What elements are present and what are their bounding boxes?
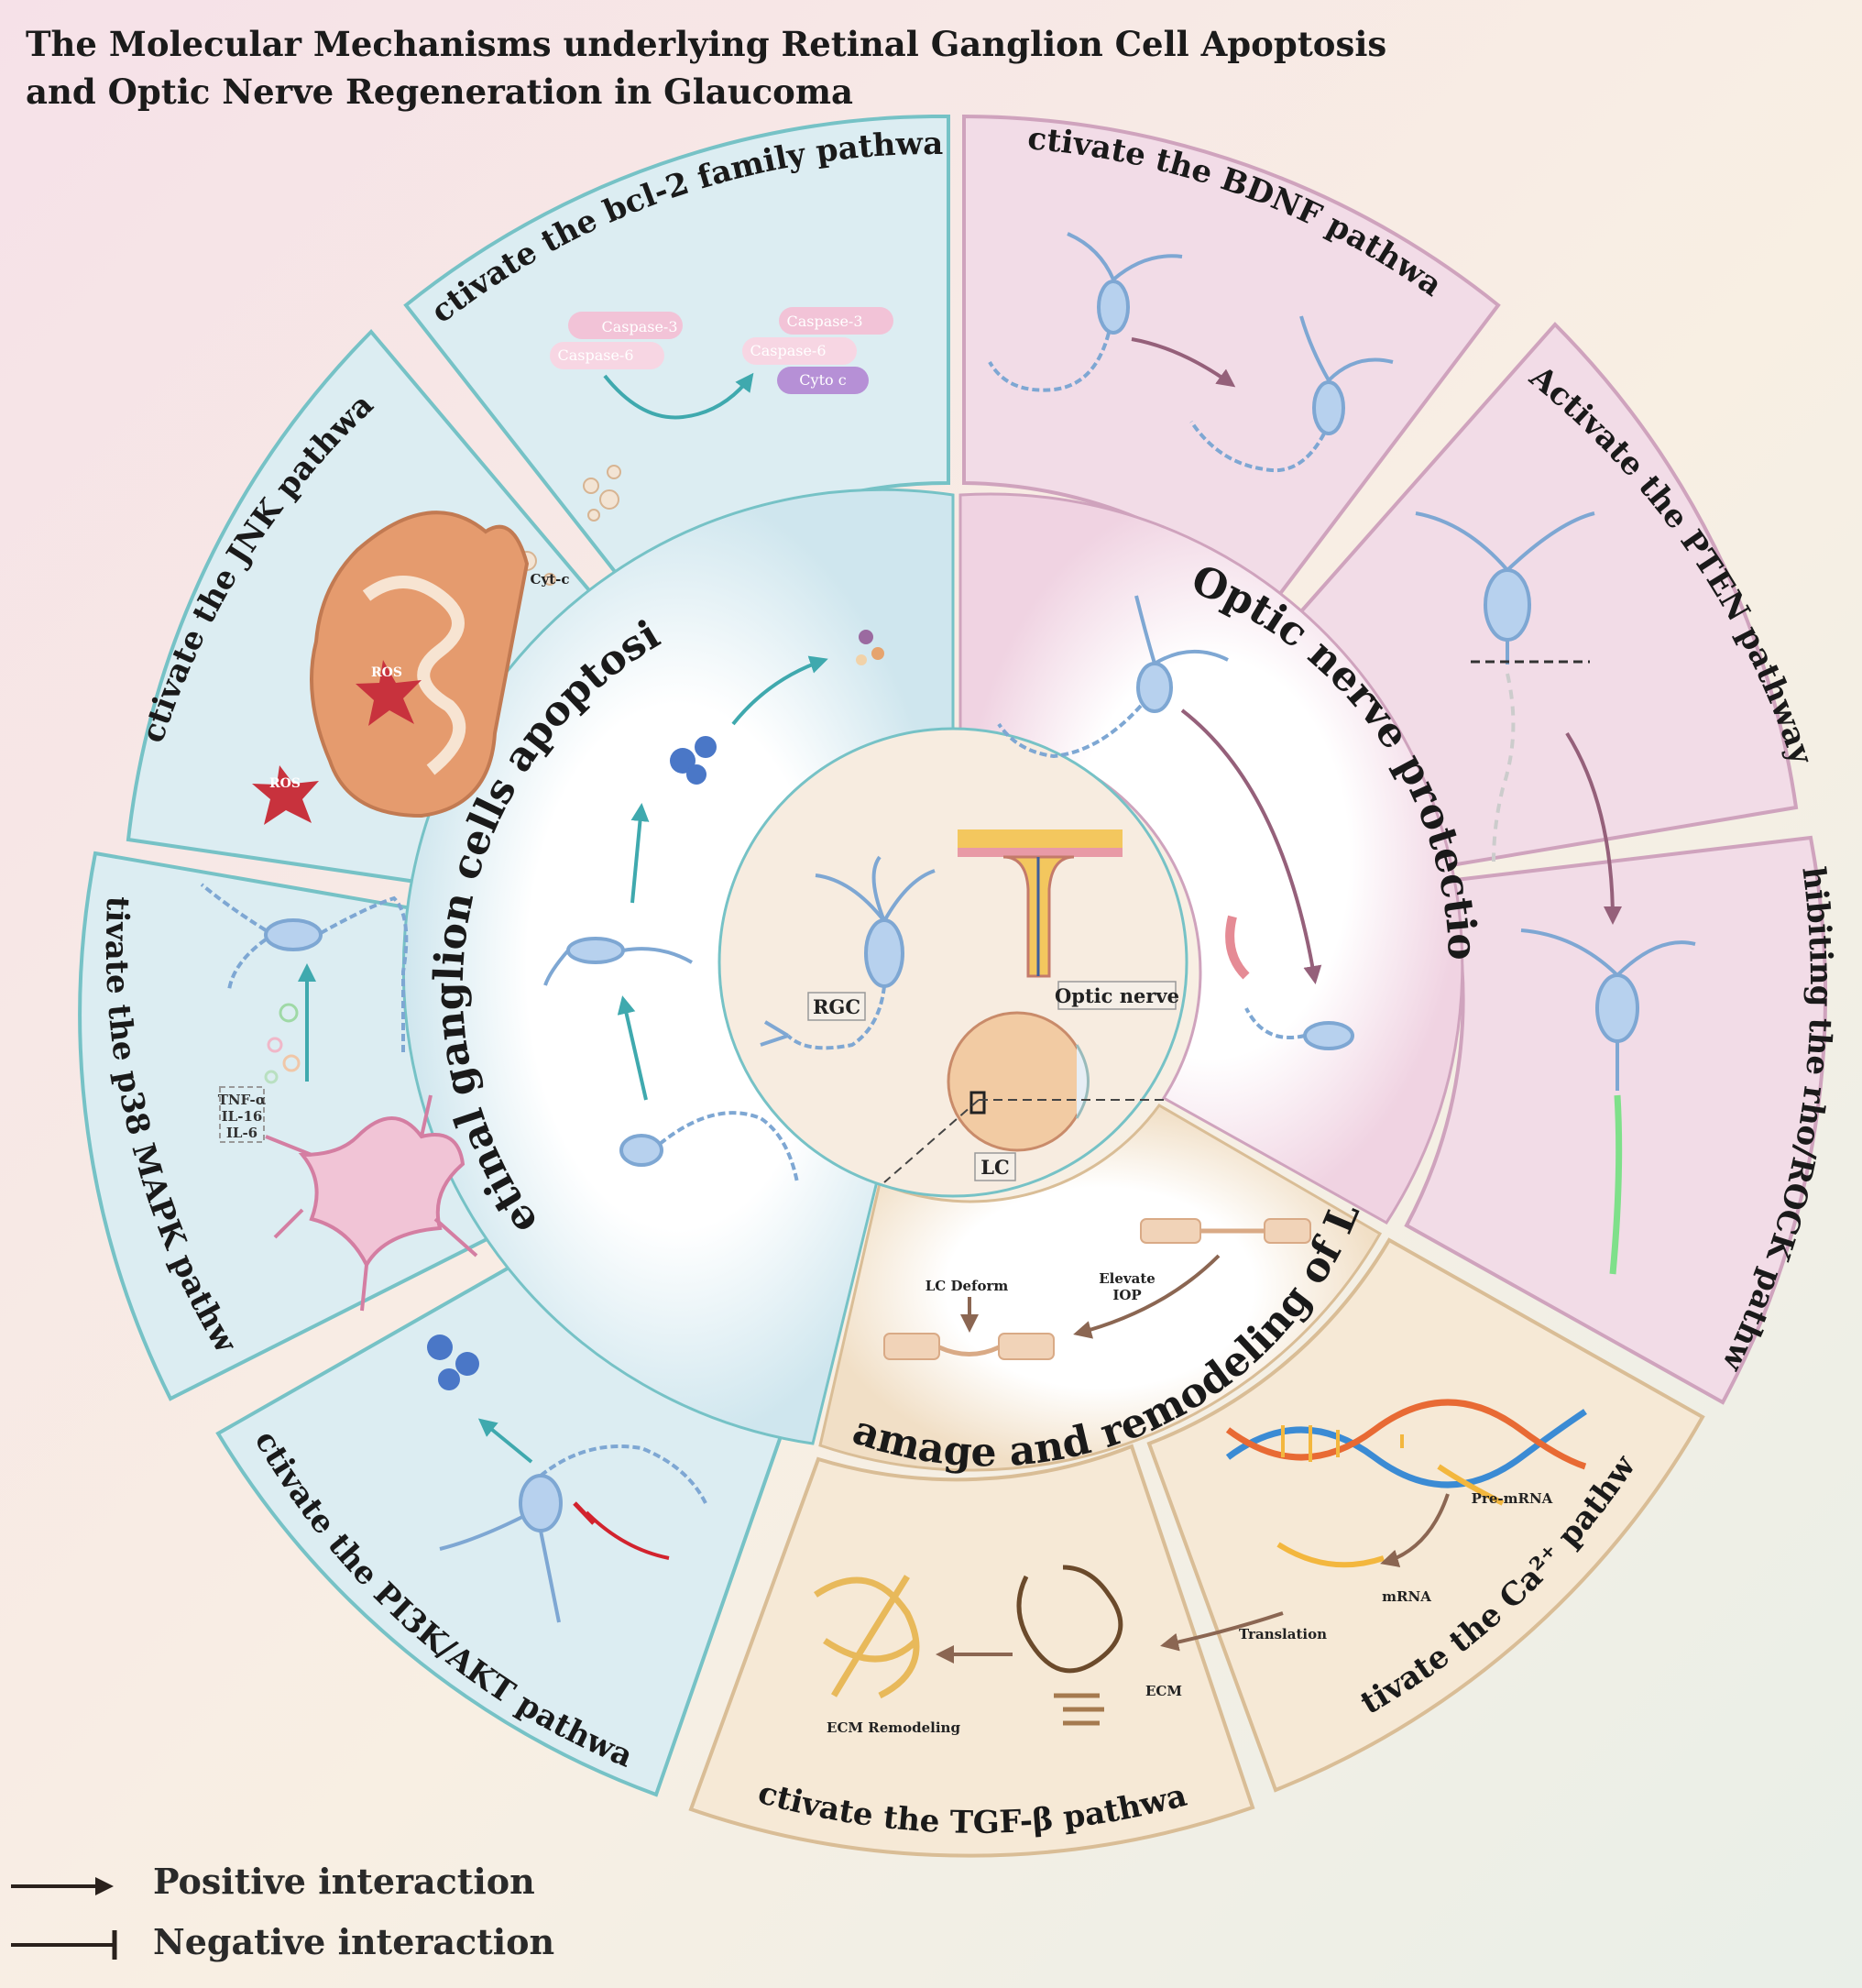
eye-illustration [883, 1011, 1164, 1183]
title-line-2: and Optic Nerve Regeneration in Glaucoma [26, 71, 853, 112]
pi3k-arrow [477, 1418, 533, 1464]
cytokine-bubbles [264, 1003, 301, 1084]
legend-glyphs [11, 1877, 117, 1960]
rgc-neuron-illustration [760, 855, 936, 1050]
optic-nerve-illustration [958, 829, 1123, 978]
label-caspase3-a: Caspase-3 [601, 318, 677, 335]
caspase-pills [550, 307, 893, 394]
ecm-remodeling-fibers [814, 1575, 920, 1699]
apoptotic-cell-cluster [670, 736, 717, 785]
label-cytc: Cyt-c [531, 571, 570, 588]
label-ros-a: ROS [371, 665, 402, 680]
ca-arrow-2 [1160, 1611, 1284, 1652]
pten-neuron [1415, 511, 1595, 862]
label-caspase3-b: Caspase-3 [786, 313, 862, 330]
apoptosis-neurons [543, 937, 799, 1183]
label-caspase6-b: Caspase-6 [750, 342, 826, 359]
label-pre-mrna: Pre-mRNA [1472, 1490, 1553, 1507]
label-ecm-remodeling: ECM Remodeling [827, 1719, 960, 1736]
segment-tgf [688, 1444, 1255, 1858]
regenerating-axon [1225, 915, 1250, 980]
pi3k-inhibit-bar [573, 1501, 596, 1525]
lc-iop-arrow [1073, 1254, 1221, 1339]
label-lc: LC [980, 1156, 1009, 1179]
title-line-1: The Molecular Mechanisms underlying Reti… [26, 24, 1387, 64]
mitochondrion-illustration [252, 511, 530, 825]
label-lc-deform: LC Deform [926, 1278, 1009, 1294]
rho-neuron [1520, 928, 1696, 1091]
label-caspase6-a: Caspase-6 [557, 346, 633, 364]
dna-illustration [1225, 1399, 1587, 1488]
figure-title: The Molecular Mechanisms underlying Reti… [26, 20, 1400, 115]
ca-arrow-1 [1380, 1493, 1450, 1567]
apop-arrow-1 [617, 995, 648, 1101]
cytokine-box [219, 1086, 265, 1143]
apoptotic-fragments [856, 630, 884, 665]
protection-arrow [1180, 708, 1322, 984]
pi3k-apoptotic-cell [427, 1334, 479, 1390]
label-ros-b: ROS [269, 776, 301, 791]
center-disk [717, 727, 1188, 1198]
protection-neurons [997, 595, 1354, 1050]
label-elevate: Elevate [1099, 1270, 1156, 1287]
rho-regenerating-axon [1609, 1094, 1623, 1275]
apop-arrow-3 [731, 655, 828, 726]
ecm-protein [1016, 1565, 1123, 1726]
pten-arrow [1565, 731, 1622, 925]
segment-ca [1146, 1237, 1705, 1793]
legend-positive-label: Positive interaction [153, 1861, 535, 1902]
label-il6: IL-6 [226, 1125, 257, 1141]
pi3k-inhibit [585, 1510, 670, 1560]
label-rgc: RGC [813, 995, 860, 1018]
inner-lc [818, 1104, 1383, 1472]
label-optic-nerve: Optic nerve [1055, 984, 1179, 1007]
label-tnf: TNF-α [218, 1092, 267, 1108]
bcl2-arrow [603, 372, 754, 420]
label-translation: Translation [1239, 1626, 1327, 1642]
label-ecm: ECM [1145, 1683, 1182, 1699]
p38-neuron [200, 883, 409, 1054]
label-mrna: mRNA [1382, 1588, 1431, 1605]
microglia-illustration [265, 1094, 478, 1312]
label-il16: IL-16 [222, 1108, 263, 1125]
bdnf-neurons [988, 232, 1394, 473]
pre-mrna-strand [1437, 1464, 1505, 1506]
bdnf-arrow [1131, 337, 1236, 388]
legend-negative-label: Negative interaction [153, 1921, 555, 1962]
pi3k-neuron [439, 1444, 707, 1623]
small-labels: RGC Optic nerve LC Caspase-3 Caspase-6 C… [218, 313, 1553, 1736]
label-cytoc: Cyto c [799, 371, 846, 389]
apop-arrow-2 [630, 803, 650, 904]
lc-laminae [883, 1218, 1311, 1360]
mrna-strand [1276, 1542, 1385, 1568]
label-iop: IOP [1112, 1287, 1141, 1303]
